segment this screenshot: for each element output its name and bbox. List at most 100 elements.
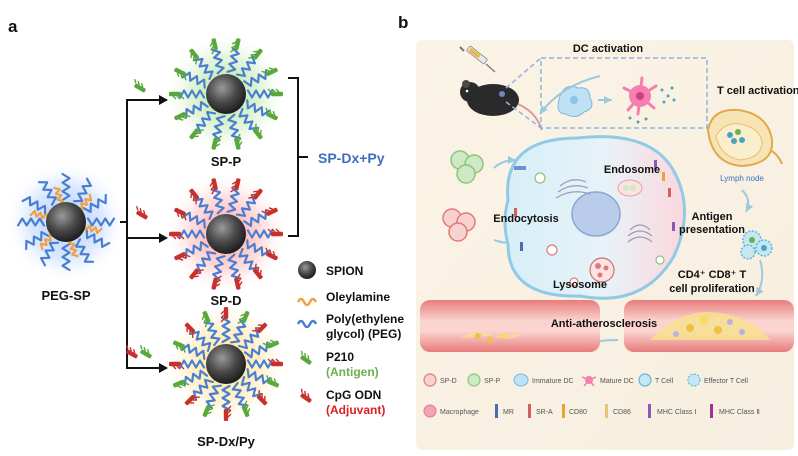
mhc-1-legend-icon: [648, 404, 651, 418]
sp-d-cluster-icon: [442, 208, 476, 242]
t-cell-legend-icon: [638, 373, 652, 387]
sp-dxpy-label: SP-Dx/Py: [197, 434, 256, 449]
mr-legend-icon: [495, 404, 498, 418]
lymph-node-icon: Lymph node: [706, 108, 783, 183]
legend-mhc-1: MHC Class Ⅰ: [657, 409, 696, 416]
dc-activation-frame: [540, 57, 708, 129]
sp-dxpy-core: [206, 344, 246, 384]
panel-b-label: b: [398, 13, 408, 32]
flow-arrows: [493, 75, 764, 345]
legend-cd80: CD80: [569, 409, 587, 416]
legend-cpg: CpG ODN: [326, 388, 381, 402]
legend-macrophage: Macrophage: [440, 409, 479, 416]
mhc-2-legend-icon: [710, 404, 713, 418]
proliferation-label-2: cell proliferation: [669, 283, 755, 295]
spion-legend-icon: [298, 261, 316, 279]
lysosome-icon: [589, 257, 615, 283]
immature-dc-icon: [557, 85, 593, 118]
vessel-right: [624, 300, 794, 352]
antigen-label: Antigen: [692, 211, 733, 223]
sp-p-particle: SP-P: [164, 32, 288, 169]
legend-mhc-2: MHC Class Ⅱ: [719, 409, 760, 416]
sp-dx-py-bracket: SP-Dx+Py: [288, 77, 385, 237]
cd80-legend-icon: [562, 404, 565, 418]
effector-t-cell-icon: [740, 230, 773, 260]
oleylamine-legend-icon: [296, 297, 318, 307]
arrow-dual-icon: [126, 344, 152, 359]
legend-mature-dc: Mature DC: [600, 378, 634, 385]
sp-dxpy-particle: SP-Dx/Py: [164, 302, 288, 449]
branch-arrows: [120, 78, 168, 373]
sp-dxpy-strands: [169, 307, 283, 421]
proliferation-label-1: CD4⁺ CD8⁺ T: [678, 269, 747, 281]
lymph-node-label: Lymph node: [720, 174, 764, 183]
cd86-legend-icon: [605, 404, 608, 418]
golgi: [555, 179, 653, 243]
peg-sp-particle: PEG-SP: [4, 160, 128, 303]
injection-site: [499, 91, 505, 97]
endosome-label: Endosome: [604, 164, 660, 176]
arrow-cpg-icon: [136, 205, 148, 220]
sr-a-legend-icon: [528, 404, 531, 418]
macrophage-legend-icon: [423, 404, 437, 418]
presentation-label: presentation: [679, 224, 745, 236]
sp-d-strands: [169, 178, 283, 290]
panel-a-legend: SPION Oleylamine Poly(ethylene glycol) (…: [296, 261, 404, 417]
legend-immature-dc: Immature DC: [532, 378, 574, 385]
panel-a: a PEG-SP: [4, 17, 404, 449]
legend-p210-sub: (Antigen): [326, 365, 379, 379]
oleylamine-strands: [29, 186, 103, 258]
p210-legend-icon: [300, 350, 312, 365]
nucleus: [571, 191, 621, 237]
legend-p210: P210: [326, 350, 354, 364]
membrane-receptors: [514, 160, 675, 251]
peg-sp-label: PEG-SP: [41, 288, 90, 303]
endosome-icon: [617, 179, 643, 197]
syringe-icon: [459, 45, 496, 73]
endocytosis-label: Endocytosis: [493, 213, 558, 225]
legend-sp-p: SP-P: [484, 378, 501, 385]
panel-a-label: a: [8, 17, 18, 36]
sp-d-particle: SP-D: [164, 172, 288, 308]
legend-mr: MR: [503, 409, 514, 416]
cpg-legend-icon: [300, 388, 312, 403]
legend-spion: SPION: [326, 264, 363, 278]
peg-legend-icon: [296, 319, 318, 329]
arrow-p210-icon: [134, 78, 146, 93]
lysosome-label: Lysosome: [553, 279, 607, 291]
arrow-to-sp-d: [126, 222, 168, 243]
mature-dc-icon: [622, 76, 658, 116]
panel-b: b DC activation: [398, 13, 798, 450]
arrow-to-sp-p: [120, 95, 168, 223]
legend-oleylamine: Oleylamine: [326, 290, 390, 304]
vesicles: [534, 172, 665, 287]
mouse-eye: [465, 89, 469, 93]
legend-t-cell: T Cell: [655, 378, 674, 385]
legend-peg-line2: glycol) (PEG): [326, 327, 401, 341]
mouse-ear: [462, 80, 470, 88]
dc-activation-label: DC activation: [573, 43, 644, 55]
vessel-left: [420, 300, 600, 352]
immature-dc-legend-icon: [513, 373, 529, 387]
panel-b-legend-row1: SP-D SP-P Immature DC Mature DC T Cell E…: [423, 373, 748, 387]
legend-sr-a: SR-A: [536, 409, 553, 416]
legend-cd86: CD86: [613, 409, 631, 416]
effector-t-cell-legend-icon: [687, 373, 701, 387]
legend-peg-line1: Poly(ethylene: [326, 312, 404, 326]
mature-dc-legend-icon: [581, 376, 597, 387]
spion-core: [46, 202, 86, 242]
sp-p-legend-icon: [467, 373, 481, 387]
legend-cpg-sub: (Adjuvant): [326, 403, 385, 417]
bracket-line: [288, 77, 308, 237]
anti-atherosclerosis-label: Anti-atherosclerosis: [551, 318, 657, 330]
peg-strands: [16, 172, 116, 272]
bracket-label: SP-Dx+Py: [318, 150, 385, 166]
sp-p-cluster-icon: [450, 150, 484, 184]
sp-p-core: [206, 74, 246, 114]
dendritic-cell: [503, 135, 686, 300]
mr-receptor-icon: [514, 166, 526, 170]
arrow-to-sp-dxpy: [126, 238, 168, 373]
sp-d-legend-icon: [423, 373, 437, 387]
dc-activation-box: DC activation: [505, 43, 708, 129]
